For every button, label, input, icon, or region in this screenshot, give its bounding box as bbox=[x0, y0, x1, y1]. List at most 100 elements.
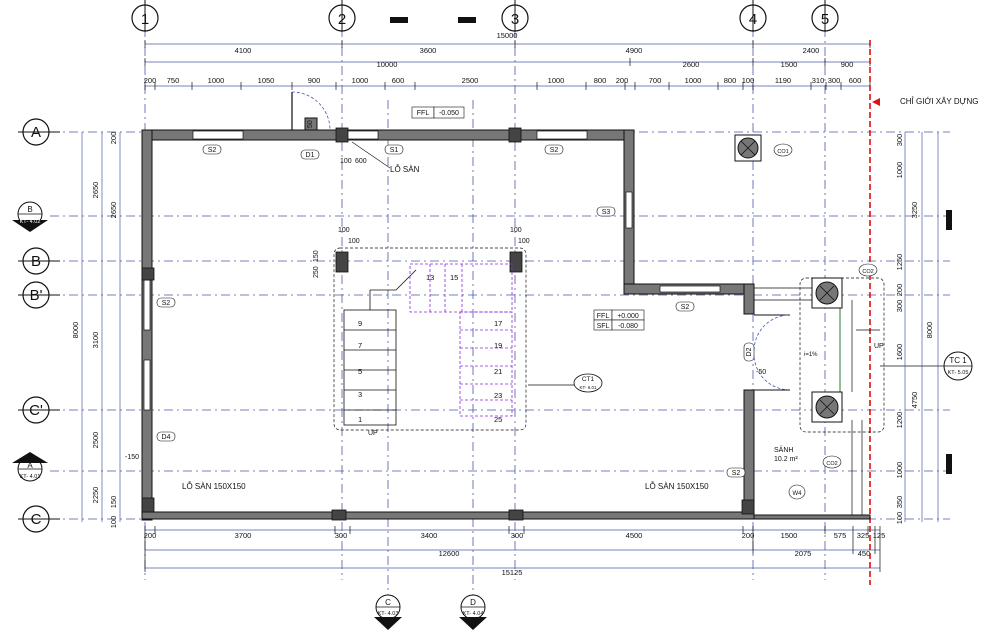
svg-text:B: B bbox=[27, 205, 32, 214]
svg-text:1000: 1000 bbox=[208, 76, 225, 85]
svg-text:150: 150 bbox=[313, 250, 320, 262]
svg-text:D1: D1 bbox=[306, 152, 315, 159]
lo-san-right-label: LỖ SÀN 150X150 bbox=[645, 482, 709, 491]
stair-run-left bbox=[343, 269, 417, 426]
section-marker-c: C KT- 4.03 bbox=[374, 594, 402, 630]
svg-text:23: 23 bbox=[494, 391, 502, 400]
svg-text:200: 200 bbox=[616, 76, 629, 85]
svg-text:KT- 4.03: KT- 4.03 bbox=[378, 611, 399, 617]
svg-text:200: 200 bbox=[109, 132, 118, 145]
tag-d4: D4 bbox=[156, 431, 176, 442]
svg-text:15: 15 bbox=[450, 273, 458, 282]
svg-text:100: 100 bbox=[109, 516, 118, 529]
svg-text:S2: S2 bbox=[208, 147, 217, 154]
section-mark-right-bottom bbox=[946, 454, 952, 474]
svg-text:100: 100 bbox=[338, 227, 350, 234]
svg-text:800: 800 bbox=[594, 76, 607, 85]
ffl-top-box: FFL -0.050 bbox=[411, 106, 465, 119]
lo-san-left-label: LỖ SÀN 150X150 bbox=[182, 482, 246, 491]
grid-bubbles-vertical bbox=[131, 4, 839, 32]
dims-right bbox=[904, 132, 939, 522]
section-marker-ct1: CT1 KT- 6.01 bbox=[573, 373, 603, 393]
boundary-label: CHỈ GIỚI XÂY DỰNG bbox=[900, 97, 978, 106]
boundary-arrow-icon bbox=[872, 98, 880, 106]
duct-co2-bottom bbox=[811, 391, 843, 423]
svg-text:125: 125 bbox=[873, 531, 886, 540]
svg-text:1500: 1500 bbox=[781, 60, 798, 69]
stair-dims: 100 100 100 100 150 250 50 bbox=[307, 120, 530, 278]
tag-d1: D1 bbox=[300, 149, 320, 160]
grid-label-a: A bbox=[31, 124, 41, 141]
svg-text:200: 200 bbox=[742, 531, 755, 540]
dims-bottom bbox=[144, 526, 881, 572]
svg-text:S2: S2 bbox=[162, 300, 171, 307]
tag-d2: D2 bbox=[743, 342, 755, 362]
svg-text:4500: 4500 bbox=[626, 531, 643, 540]
svg-text:3: 3 bbox=[358, 390, 362, 399]
svg-text:4100: 4100 bbox=[235, 46, 252, 55]
dims-bottom-text: 200 3700 300 3400 300 4500 200 1500 575 … bbox=[144, 531, 886, 577]
svg-text:LỖ SÀN: LỖ SÀN bbox=[390, 165, 420, 174]
svg-text:1000: 1000 bbox=[352, 76, 369, 85]
grid-label-2: 2 bbox=[338, 11, 346, 28]
room-area-sanh: 10.2 m² bbox=[774, 456, 798, 463]
svg-text:2500: 2500 bbox=[91, 432, 100, 449]
svg-text:1000: 1000 bbox=[548, 76, 565, 85]
svg-text:100: 100 bbox=[348, 238, 360, 245]
svg-text:1250: 1250 bbox=[895, 254, 904, 271]
svg-text:3250: 3250 bbox=[910, 202, 919, 219]
grid-label-4: 4 bbox=[749, 11, 757, 28]
tag-co2-top: CO2 bbox=[858, 263, 878, 277]
door-d2 bbox=[753, 314, 791, 391]
svg-text:2075: 2075 bbox=[795, 549, 812, 558]
svg-text:1200: 1200 bbox=[895, 412, 904, 429]
svg-text:150: 150 bbox=[109, 496, 118, 509]
svg-text:900: 900 bbox=[308, 76, 321, 85]
tag-s2-top-right: S2 bbox=[544, 144, 564, 155]
svg-text:15125: 15125 bbox=[502, 568, 523, 577]
svg-text:TC 1: TC 1 bbox=[949, 356, 967, 365]
tag-s2-top-left: S2 bbox=[202, 144, 222, 155]
section-mark-right-top bbox=[946, 210, 952, 230]
svg-text:100: 100 bbox=[518, 238, 530, 245]
door-d1 bbox=[291, 91, 331, 131]
svg-text:700: 700 bbox=[649, 76, 662, 85]
svg-text:1190: 1190 bbox=[775, 76, 791, 85]
grid-label-b-prime: B' bbox=[30, 287, 43, 304]
svg-text:D2: D2 bbox=[746, 347, 753, 356]
svg-text:C: C bbox=[385, 598, 391, 607]
dims-right-text: 8000 3250 4750 300 1000 1250 200 300 160… bbox=[895, 134, 934, 525]
svg-text:15000: 15000 bbox=[497, 31, 518, 40]
stair-numbers: 1 3 5 7 9 13 15 17 19 21 23 25 bbox=[358, 273, 502, 424]
lo-san-callout-top: LỖ SÀN 100 600 bbox=[340, 141, 420, 174]
svg-text:325: 325 bbox=[857, 531, 870, 540]
dims-top bbox=[144, 40, 871, 90]
dims-left bbox=[81, 132, 121, 522]
svg-text:200: 200 bbox=[895, 284, 904, 297]
svg-text:17: 17 bbox=[494, 319, 502, 328]
grid-label-c-prime: C' bbox=[29, 402, 43, 419]
section-marker-b: B KT- 4.02 bbox=[12, 201, 48, 232]
svg-text:600: 600 bbox=[849, 76, 862, 85]
svg-text:KT- 5.05: KT- 5.05 bbox=[948, 370, 969, 376]
svg-text:5: 5 bbox=[358, 367, 362, 376]
svg-text:100: 100 bbox=[510, 227, 522, 234]
tag-s2-left: S2 bbox=[156, 297, 176, 308]
tag-s2-right: S2 bbox=[726, 467, 746, 478]
svg-text:KT- 6.01: KT- 6.01 bbox=[579, 385, 597, 390]
svg-text:300: 300 bbox=[511, 531, 524, 540]
svg-text:D4: D4 bbox=[162, 434, 171, 441]
svg-text:CT1: CT1 bbox=[582, 376, 595, 383]
grid-label-3: 3 bbox=[511, 11, 519, 28]
svg-text:KT- 4.01: KT- 4.01 bbox=[20, 474, 41, 480]
svg-text:1: 1 bbox=[358, 415, 362, 424]
svg-text:9: 9 bbox=[358, 319, 362, 328]
room-name-sanh: SẢNH bbox=[774, 445, 793, 454]
svg-text:1000: 1000 bbox=[685, 76, 702, 85]
svg-text:450: 450 bbox=[858, 549, 871, 558]
svg-text:S2: S2 bbox=[732, 470, 741, 477]
svg-text:2650: 2650 bbox=[109, 202, 118, 219]
tag-s1: S1 bbox=[384, 144, 404, 155]
duct-co1 bbox=[734, 134, 762, 162]
